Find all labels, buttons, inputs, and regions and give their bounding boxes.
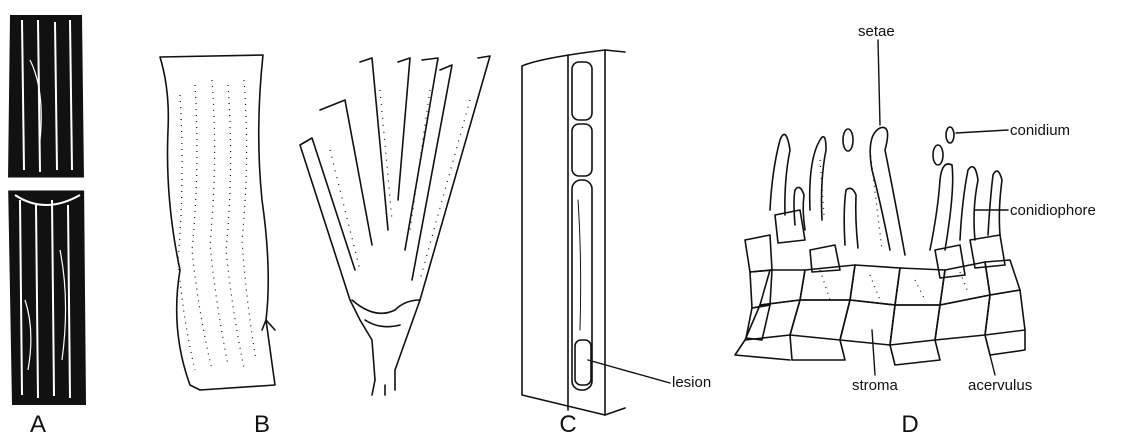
setae-label: setae	[858, 23, 895, 40]
conidium-leader-line	[956, 130, 1008, 133]
lesion-label: lesion	[672, 374, 711, 391]
conidium-label: conidium	[1010, 122, 1070, 139]
panel-b-leaf-sheath	[160, 55, 275, 390]
panel-d-acervulus-drawing	[735, 127, 1025, 365]
stroma-label: stroma	[852, 377, 899, 394]
panel-letter-c: C	[559, 411, 576, 437]
panel-b-split-leaves	[300, 56, 490, 395]
panel-a-stem-drawing	[7, 15, 87, 405]
stroma-leader-line	[872, 330, 875, 375]
lesion-leader-line	[588, 360, 670, 383]
panel-letter-b: B	[254, 411, 270, 437]
panel-letter-d: D	[901, 411, 918, 437]
panel-c-stem-lesion-drawing	[522, 50, 625, 415]
acervulus-label: acervulus	[968, 377, 1032, 394]
setae-leader-line	[878, 40, 880, 125]
panel-letter-a: A	[30, 411, 46, 437]
conidiophore-label: conidiophore	[1010, 202, 1096, 219]
